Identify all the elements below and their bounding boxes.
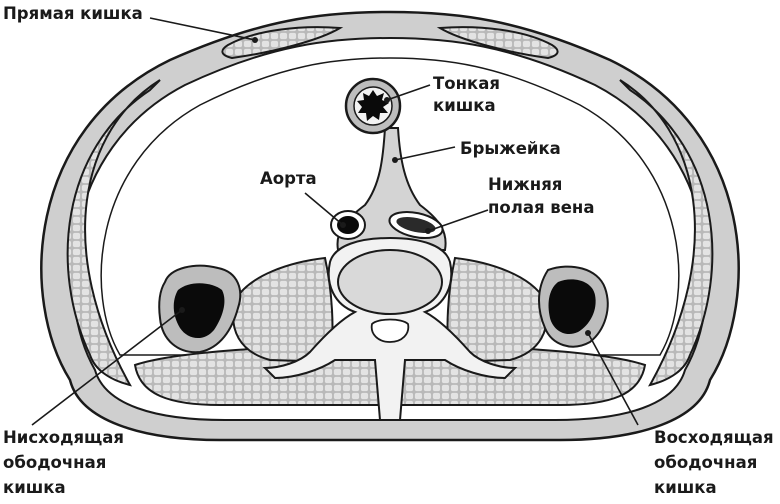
label-ivc-line2: полая вена bbox=[488, 198, 594, 217]
label-descending-colon-line1: Нисходящая bbox=[3, 428, 124, 447]
small-intestine bbox=[344, 77, 402, 135]
label-ascending-colon-line2: ободочная bbox=[654, 453, 757, 472]
label-descending-colon-line2: ободочная bbox=[3, 453, 106, 472]
label-ascending-colon-line1: Восходящая bbox=[654, 428, 774, 447]
vertebra bbox=[262, 236, 518, 421]
aorta bbox=[330, 210, 366, 240]
ascending-colon bbox=[538, 265, 609, 348]
label-aorta: Аорта bbox=[260, 169, 317, 188]
rectus-muscles bbox=[221, 26, 559, 60]
label-ascending-colon-line3: кишка bbox=[654, 478, 717, 497]
label-ivc-line1: Нижняя bbox=[488, 175, 562, 194]
psoas-muscles bbox=[232, 256, 548, 364]
label-mesentery: Брыжейка bbox=[460, 139, 561, 158]
label-descending-colon-line3: кишка bbox=[3, 478, 66, 497]
lateral-muscles bbox=[66, 79, 714, 387]
label-rectus: Прямая кишка bbox=[3, 4, 143, 23]
label-small-intestine-line1: Тонкая bbox=[433, 74, 500, 93]
leader-lines bbox=[31, 17, 639, 426]
descending-colon bbox=[158, 264, 242, 354]
label-small-intestine-line2: кишка bbox=[433, 96, 496, 115]
labels: Прямая кишка Тонкая кишка Брыжейка Аорта… bbox=[3, 4, 774, 497]
